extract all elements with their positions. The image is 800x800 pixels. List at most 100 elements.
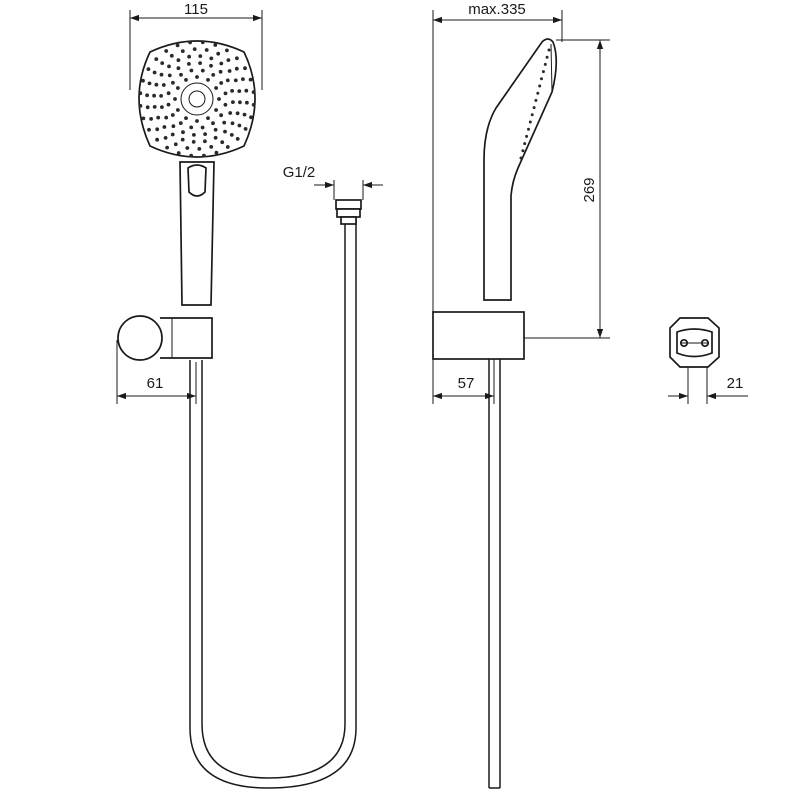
front-view: 115 61 G1/2 <box>116 1 383 789</box>
spray-hole <box>200 125 205 130</box>
spray-hole <box>176 151 181 155</box>
spray-hole <box>189 125 194 130</box>
spray-hole <box>241 77 245 81</box>
spray-hole-side <box>527 127 530 131</box>
spray-hole <box>176 66 181 71</box>
spray-hole <box>238 100 242 105</box>
spray-hole-side <box>547 48 551 52</box>
spray-hole <box>223 102 228 107</box>
spray-hole <box>217 97 221 101</box>
spray-hole <box>171 80 175 85</box>
spray-hole <box>230 89 235 93</box>
spray-hole <box>156 115 161 120</box>
spray-hole <box>181 130 185 135</box>
spray-hole <box>184 116 188 120</box>
spray-hole <box>234 66 239 71</box>
spray-hole <box>145 105 150 110</box>
spray-hole <box>170 132 175 137</box>
spray-hole <box>209 145 214 149</box>
label-projection: max.335 <box>468 1 526 18</box>
spray-hole <box>171 124 176 129</box>
spray-center-ring <box>180 82 214 116</box>
spray-hole <box>160 105 164 109</box>
spray-hole <box>166 91 171 96</box>
spray-hole <box>155 137 160 142</box>
dim-height: 269 <box>524 39 610 339</box>
spray-hole <box>176 58 181 63</box>
spray-hole <box>167 73 172 78</box>
spray-hole <box>152 93 157 98</box>
spray-hole <box>243 66 247 71</box>
spray-hole <box>155 127 160 132</box>
spray-hole <box>206 116 210 120</box>
spray-hole <box>211 73 216 77</box>
spray-hole <box>184 78 188 82</box>
spray-hole <box>200 40 205 45</box>
spray-hole-side <box>536 91 540 95</box>
spray-hole <box>198 54 203 58</box>
spray-hole <box>165 145 170 150</box>
spray-hole <box>220 140 225 145</box>
spray-pattern <box>138 40 256 158</box>
dim-bracket-front: 61 <box>116 340 197 404</box>
spray-hole <box>187 62 191 66</box>
spray-hole <box>185 146 190 150</box>
spray-hole <box>203 132 208 137</box>
spray-hole <box>141 78 145 83</box>
spray-hole <box>244 88 249 93</box>
spray-hole-side <box>534 98 538 102</box>
spray-hole <box>188 40 193 45</box>
spray-hole <box>225 48 229 53</box>
spray-hole <box>209 63 213 68</box>
spray-hole <box>213 43 218 47</box>
label-plate-thickness: 21 <box>727 375 744 392</box>
spray-hole <box>242 112 247 117</box>
spray-hole <box>146 67 151 71</box>
spray-hole <box>204 48 209 52</box>
spray-hole <box>228 111 233 115</box>
spray-hole <box>214 150 219 155</box>
spray-hole <box>152 70 157 75</box>
spray-hole <box>249 115 253 120</box>
spray-hole <box>191 140 196 144</box>
spray-hole <box>154 57 159 61</box>
spray-hole <box>164 115 169 120</box>
spray-hole-side <box>545 55 549 59</box>
spray-hole <box>237 123 242 128</box>
spray-hole <box>214 86 219 90</box>
spray-hole-side <box>523 142 527 146</box>
spray-hole <box>180 137 185 142</box>
spray-hole <box>187 54 192 59</box>
spray-hole-side <box>532 106 536 110</box>
spray-hole <box>231 100 235 104</box>
spray-hole <box>179 72 183 77</box>
spray-hole <box>251 102 256 107</box>
dim-bracket-side: 57 <box>432 359 495 404</box>
hose-connector <box>335 199 362 225</box>
spray-hole <box>223 129 227 134</box>
spray-hole <box>219 113 224 118</box>
spray-hole <box>175 43 180 48</box>
spray-hole <box>251 90 256 94</box>
spray-hole <box>159 72 164 77</box>
spray-hole <box>160 61 165 65</box>
spray-hole <box>223 91 228 96</box>
label-height: 269 <box>581 177 598 202</box>
side-view: max.335 269 57 <box>432 1 610 789</box>
spray-hole <box>229 133 234 137</box>
spray-hole <box>164 49 169 53</box>
spray-hole <box>227 69 232 73</box>
spray-hole <box>159 94 164 98</box>
spray-hole <box>147 127 151 132</box>
spray-hole <box>180 49 185 53</box>
spray-hole <box>197 147 202 151</box>
hose-front-outer <box>189 220 357 789</box>
spray-hole <box>203 139 207 144</box>
spray-hole <box>166 102 171 107</box>
dim-plate-thickness: 21 <box>668 367 748 404</box>
spray-hole <box>154 82 159 87</box>
spray-hole <box>169 53 174 58</box>
spray-hole <box>218 69 223 74</box>
spray-hole <box>230 121 235 126</box>
spray-face-side <box>517 43 553 169</box>
